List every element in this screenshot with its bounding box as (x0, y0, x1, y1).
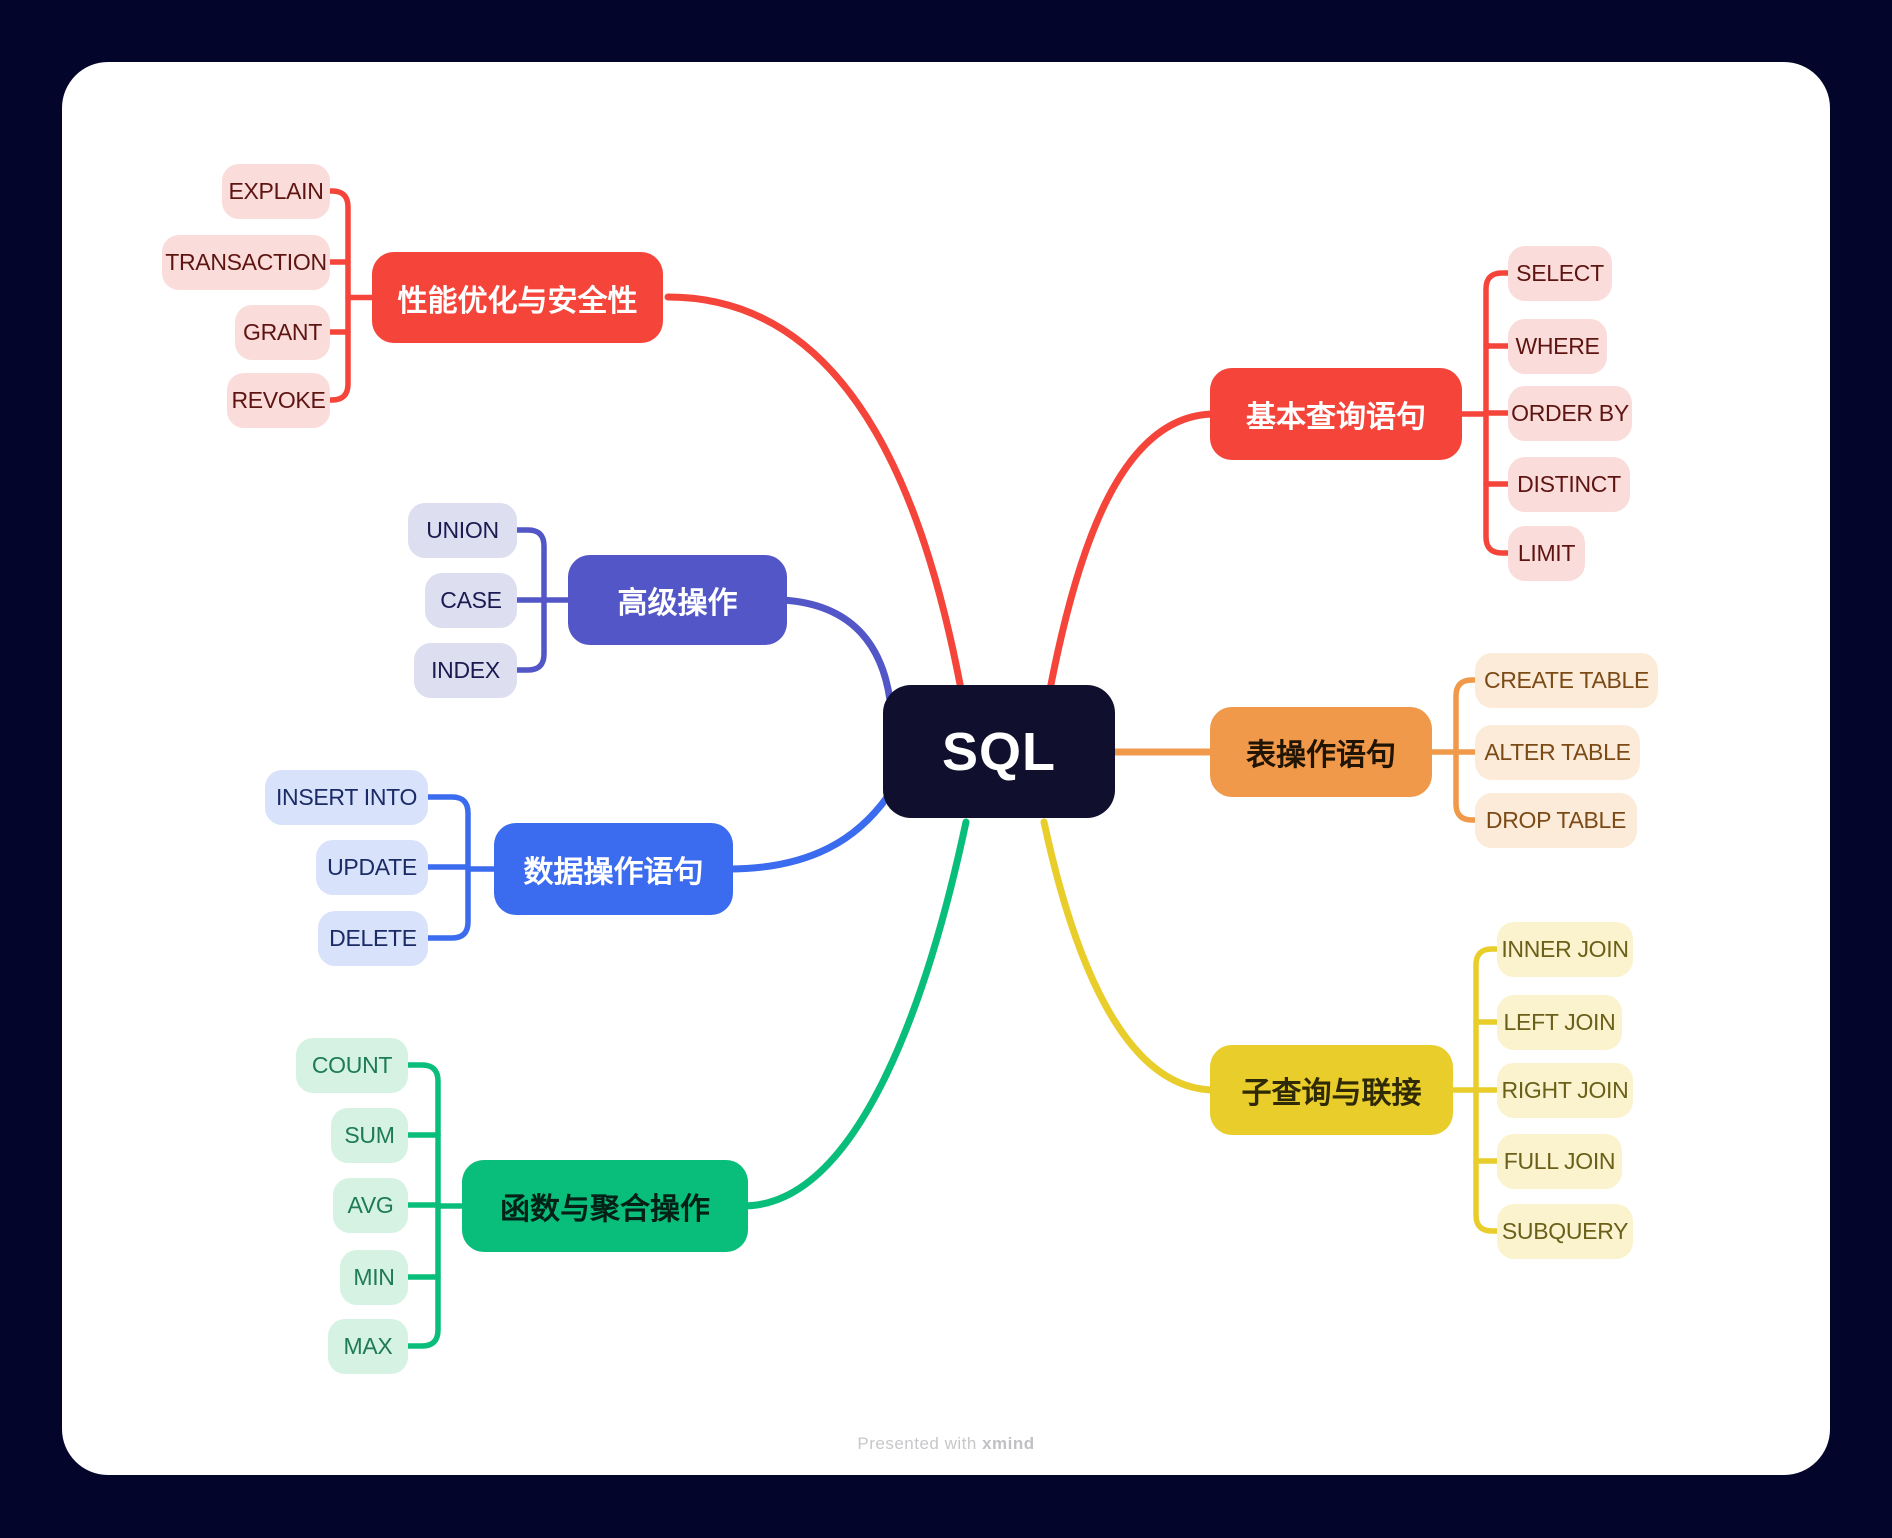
child-node-distinct[interactable]: DISTINCT (1508, 456, 1630, 512)
child-node-insert-into[interactable]: INSERT INTO (265, 769, 428, 825)
child-node-avg[interactable]: AVG (333, 1177, 408, 1233)
child-node-order-by[interactable]: ORDER BY (1508, 385, 1632, 441)
child-node-limit[interactable]: LIMIT (1508, 525, 1585, 581)
branch-node-basic-query[interactable]: 基本查询语句 (1210, 368, 1462, 460)
root-node[interactable]: SQL (883, 685, 1115, 818)
child-node-create-table[interactable]: CREATE TABLE (1475, 652, 1658, 708)
child-node-min[interactable]: MIN (340, 1249, 408, 1305)
child-node-index[interactable]: INDEX (414, 642, 517, 698)
footer-brand: xmind (982, 1434, 1035, 1453)
child-node-full-join[interactable]: FULL JOIN (1497, 1133, 1622, 1189)
child-node-sum[interactable]: SUM (331, 1107, 408, 1163)
child-node-revoke[interactable]: REVOKE (227, 372, 330, 428)
child-node-alter-table[interactable]: ALTER TABLE (1475, 724, 1640, 780)
child-node-max[interactable]: MAX (328, 1318, 408, 1374)
footer-credit: Presented with xmind (62, 1434, 1830, 1454)
branch-node-table-ops[interactable]: 表操作语句 (1210, 707, 1432, 797)
child-node-case[interactable]: CASE (425, 572, 517, 628)
branch-node-functions-aggregates[interactable]: 函数与聚合操作 (462, 1160, 748, 1252)
child-node-select[interactable]: SELECT (1508, 245, 1612, 301)
child-node-transaction[interactable]: TRANSACTION (162, 234, 330, 290)
branch-node-subquery-joins[interactable]: 子查询与联接 (1210, 1045, 1453, 1135)
child-node-grant[interactable]: GRANT (235, 304, 330, 360)
branch-node-advanced-ops[interactable]: 高级操作 (568, 555, 787, 645)
child-node-union[interactable]: UNION (408, 502, 517, 558)
child-node-left-join[interactable]: LEFT JOIN (1497, 994, 1622, 1050)
child-node-explain[interactable]: EXPLAIN (222, 163, 330, 219)
child-node-update[interactable]: UPDATE (316, 839, 428, 895)
child-node-count[interactable]: COUNT (296, 1037, 408, 1093)
child-node-delete[interactable]: DELETE (318, 910, 428, 966)
child-node-inner-join[interactable]: INNER JOIN (1497, 921, 1633, 977)
child-node-right-join[interactable]: RIGHT JOIN (1497, 1062, 1633, 1118)
child-node-drop-table[interactable]: DROP TABLE (1475, 792, 1637, 848)
footer-text: Presented with (857, 1434, 977, 1453)
child-node-subquery[interactable]: SUBQUERY (1497, 1203, 1633, 1259)
branch-node-perf-security[interactable]: 性能优化与安全性 (372, 252, 663, 343)
branch-node-data-ops[interactable]: 数据操作语句 (494, 823, 733, 915)
child-node-where[interactable]: WHERE (1508, 318, 1607, 374)
